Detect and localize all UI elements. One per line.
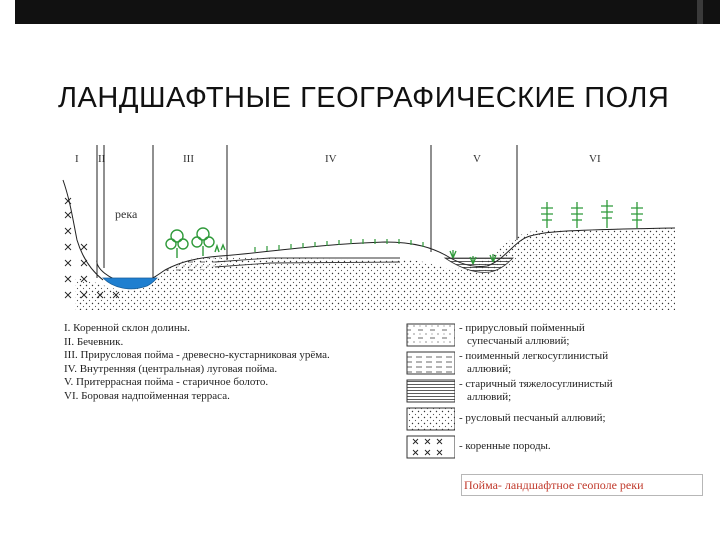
meadow-layer-lines <box>214 257 401 268</box>
zone-label-v: V <box>473 153 481 165</box>
legend-swatches <box>406 323 455 459</box>
legend-item-text: - прирусловый пойменный супесчаный аллюв… <box>459 322 585 348</box>
zone-description: I. Коренной склон долины. <box>64 322 190 334</box>
bog-plants <box>449 250 497 265</box>
oxbow-layer <box>443 257 514 273</box>
legend-line: аллювий; <box>467 391 512 403</box>
page-title: ЛАНДШАФТНЫЕ ГЕОГРАФИЧЕСКИЕ ПОЛЯ <box>58 82 670 114</box>
caption-frame <box>461 474 703 496</box>
zone-description: VI. Боровая надпойменная терраса. <box>64 389 230 402</box>
sand-alluvium-layer <box>75 228 675 310</box>
zone-description-list: I. Коренной склон долины. II. Бечевник. … <box>64 322 330 403</box>
legend-swatch-lines <box>406 379 455 403</box>
legend-item-text: - поименный легкосуглинистый аллювий; <box>459 350 608 376</box>
zone-label-iii: III <box>183 153 194 165</box>
top-bar <box>0 0 720 26</box>
legend-swatch-dots <box>406 407 455 431</box>
zone-label-vi: VI <box>589 153 601 165</box>
zone-label-ii: II <box>98 153 106 165</box>
legend-swatch-crosses <box>406 435 455 459</box>
valley-slope-line <box>62 179 104 281</box>
zone-description: II. Бечевник. <box>64 335 124 348</box>
legend-swatch-dots-dashes <box>406 323 455 347</box>
zone-description: III. Прирусловая пойма - древесно-кустар… <box>64 349 330 361</box>
zone-description: IV. Внутренняя (центральная) луговая пой… <box>64 362 278 375</box>
legend-line: - прирусловый пойменный <box>459 322 585 334</box>
zone-description: V. Притеррасная пойма - старичное болото… <box>64 376 269 388</box>
zone-label-i: I <box>75 153 79 165</box>
floodplain-trees <box>165 227 226 258</box>
legend-item-text: - старичный тяжелосуглинистый аллювий; <box>459 378 613 404</box>
zone-label-iv: IV <box>325 153 337 165</box>
bedrock-crosses <box>64 197 120 299</box>
legend-line: - старичный тяжелосуглинистый <box>459 378 613 390</box>
zone-dividers <box>96 145 518 278</box>
floodplain-cross-section: I II III IV V VI река <box>62 145 675 310</box>
river-water <box>102 277 158 290</box>
legend-line: - поименный легкосуглинистый <box>459 350 609 362</box>
legend-swatch-dashes <box>406 351 455 375</box>
legend-item-text: - русловый песчаный аллювий; <box>459 412 606 425</box>
caption: Пойма- ландшафтное геополе реки <box>464 478 644 492</box>
legend-line: - коренные породы. <box>459 440 551 452</box>
legend-line: супесчаный аллювий; <box>467 335 570 347</box>
levee-alluvium <box>165 256 225 273</box>
river-label: река <box>115 207 138 221</box>
legend-item-text: - коренные породы. <box>459 440 551 453</box>
legend-line: - русловый песчаный аллювий; <box>459 412 606 424</box>
legend-line: аллювий; <box>467 363 512 375</box>
pine-trees <box>541 200 643 228</box>
top-bar-accent <box>697 0 703 24</box>
top-bar-dark-strip <box>15 0 720 24</box>
meadow-grass <box>254 239 424 252</box>
